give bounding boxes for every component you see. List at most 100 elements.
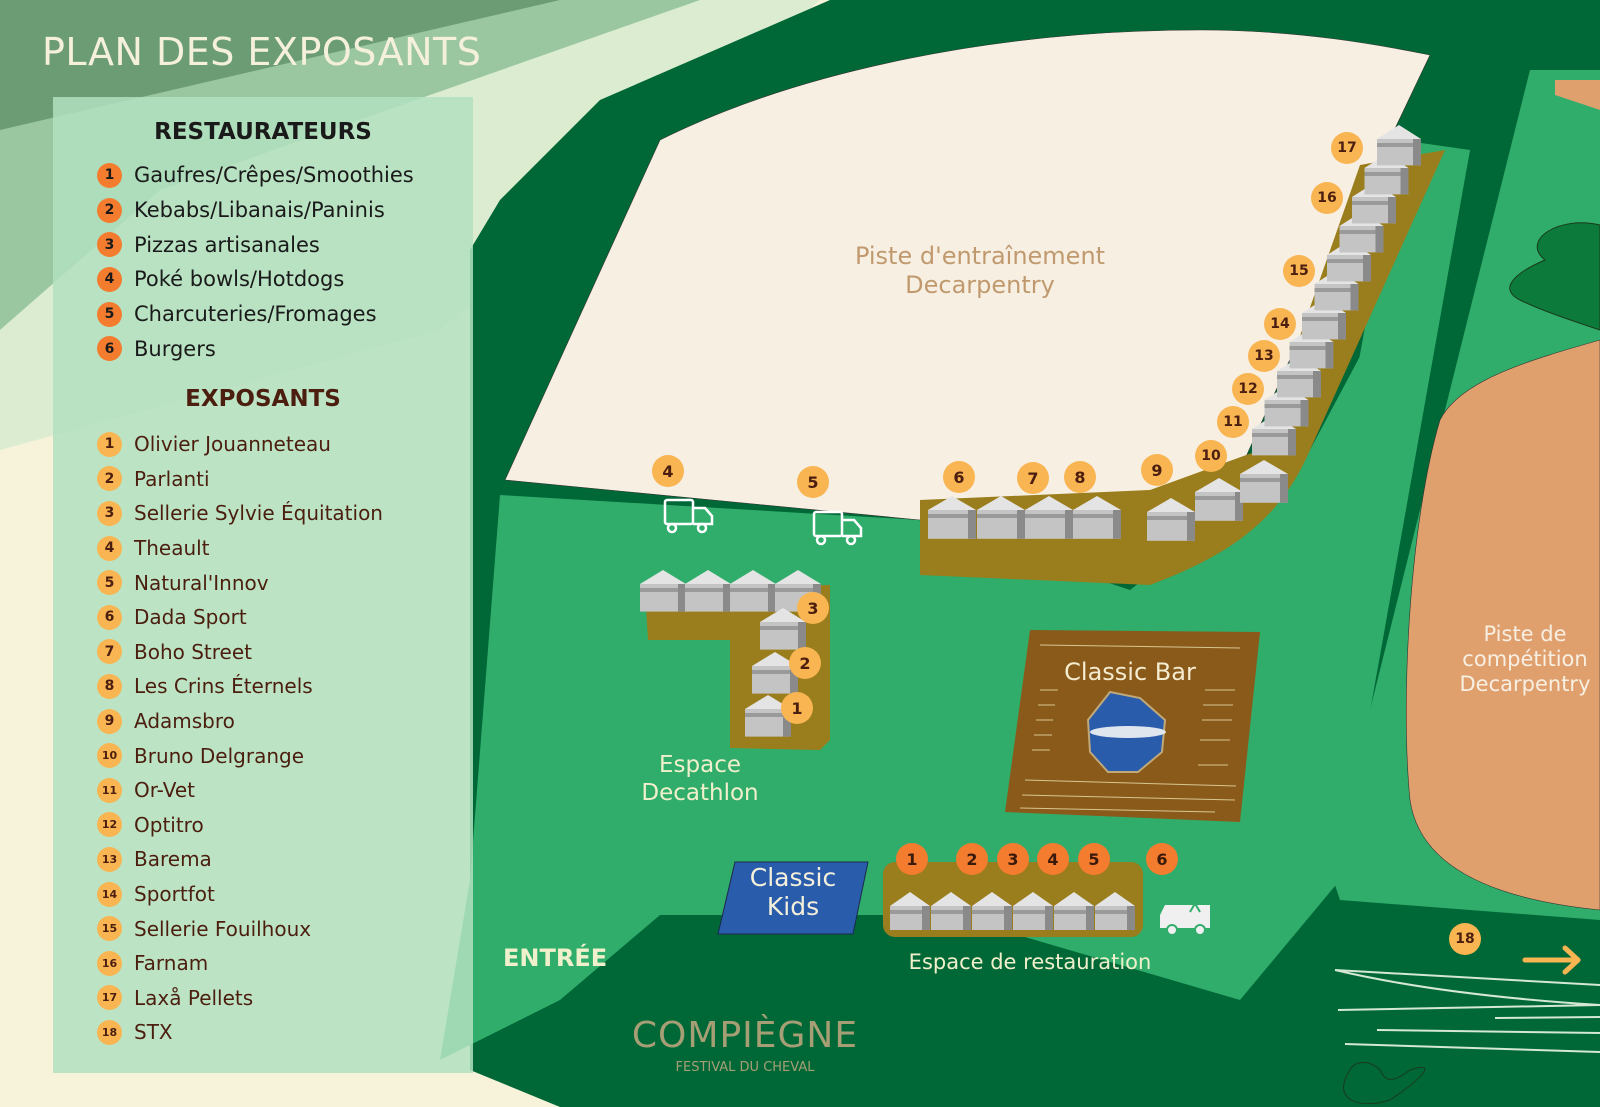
exhibitor-pin[interactable]: 12 <box>1232 373 1264 405</box>
number-badge: 4 <box>97 535 122 561</box>
delivery-truck-icon <box>812 510 863 546</box>
number-badge: 16 <box>97 950 122 976</box>
exhibitor-pin[interactable]: 9 <box>1141 454 1173 486</box>
legend-item: 4 Theault <box>97 531 383 566</box>
legend-item: 5 Charcuteries/Fromages <box>97 297 414 332</box>
legend-item-label: Sellerie Fouilhoux <box>134 916 312 941</box>
green-field <box>440 150 1470 1060</box>
tent-icon <box>760 608 806 650</box>
tent-icon <box>1073 496 1121 539</box>
number-badge: 7 <box>97 639 122 665</box>
bar-top <box>1090 726 1166 738</box>
exhibitor-pin[interactable]: 1 <box>781 692 813 724</box>
number-badge: 1 <box>97 431 122 457</box>
bar-lines <box>1019 644 1241 813</box>
number-badge: 6 <box>97 604 122 630</box>
tent-icon <box>1147 498 1195 541</box>
legend-item: 3 Sellerie Sylvie Équitation <box>97 496 383 531</box>
food-pin[interactable]: 5 <box>1078 843 1110 875</box>
classic-kids-area <box>717 861 869 935</box>
legend-item-label: Sellerie Sylvie Équitation <box>134 501 383 526</box>
legend-item-label: Barema <box>134 847 212 872</box>
number-badge: 5 <box>97 570 122 596</box>
exhibitor-pin[interactable]: 6 <box>943 461 975 493</box>
tent-icon <box>1013 892 1053 930</box>
exhibitor-pin[interactable]: 11 <box>1217 406 1249 438</box>
number-badge: 8 <box>97 673 122 699</box>
legend-item: 1 Olivier Jouanneteau <box>97 427 383 462</box>
food-pin[interactable]: 3 <box>997 843 1029 875</box>
exhibitor-pin[interactable]: 4 <box>652 455 684 487</box>
legend-item-label: Farnam <box>134 951 209 976</box>
tent-icon <box>1025 496 1073 539</box>
label-line: Decarpentry <box>905 270 1055 299</box>
number-badge: 3 <box>97 500 122 526</box>
exhibitor-pin[interactable]: 17 <box>1331 132 1363 164</box>
label-line: Espace <box>658 752 741 778</box>
exhibitor-pin[interactable]: 15 <box>1283 255 1315 287</box>
number-badge: 5 <box>97 301 122 327</box>
legend-item-label: Charcuteries/Fromages <box>134 302 377 327</box>
competition-track-label: Piste de compétition Decarpentry <box>1430 622 1600 698</box>
legend-item-label: Natural'Innov <box>134 570 269 595</box>
legend-item-label: STX <box>134 1020 173 1045</box>
label-line: Kids <box>766 891 820 921</box>
exhibitor-pin[interactable]: 2 <box>789 647 821 679</box>
exhibitor-pin[interactable]: 13 <box>1248 340 1280 372</box>
legend-item: 16 Farnam <box>97 946 383 981</box>
exhibitor-pin[interactable]: 10 <box>1195 440 1227 472</box>
tent-icon <box>1240 460 1288 503</box>
number-badge: 9 <box>97 708 122 734</box>
tents <box>640 125 1421 930</box>
tent-icon <box>1377 125 1421 166</box>
legend-item-label: Pizzas artisanales <box>134 232 320 257</box>
exhibitor-pin[interactable]: 18 <box>1449 923 1481 955</box>
legend-item-label: Poké bowls/Hotdogs <box>134 267 345 292</box>
legend-item-label: Or-Vet <box>134 778 196 803</box>
legend-item-label: Les Crins Éternels <box>134 674 313 699</box>
food-pin[interactable]: 1 <box>896 843 928 875</box>
legend-item-label: Olivier Jouanneteau <box>134 432 331 457</box>
grass-lines <box>1334 969 1600 1053</box>
tent-icon <box>977 496 1025 539</box>
legend-item-label: Theault <box>134 536 210 561</box>
food-pin[interactable]: 2 <box>956 843 988 875</box>
tent-icon <box>1195 478 1243 521</box>
food-pin[interactable]: 6 <box>1146 843 1178 875</box>
legend-item: 8 Les Crins Éternels <box>97 669 383 704</box>
number-badge: 4 <box>97 266 122 292</box>
espace-restauration-label: Espace de restauration <box>908 950 1152 974</box>
exposants-heading: EXPOSANTS <box>185 386 341 412</box>
exhibitor-pin[interactable]: 5 <box>797 466 829 498</box>
tent-icon <box>931 892 971 930</box>
exhibitor-pin[interactable]: 16 <box>1311 182 1343 214</box>
logo-subtitle: FESTIVAL DU CHEVAL <box>675 1060 815 1075</box>
exhibitor-pin[interactable]: 7 <box>1017 462 1049 494</box>
number-badge: 10 <box>97 743 122 769</box>
label-line: Decarpentry <box>1459 672 1591 697</box>
food-pin[interactable]: 4 <box>1037 843 1069 875</box>
page-title: PLAN DES EXPOSANTS <box>42 30 482 74</box>
exhibitor-pin[interactable]: 14 <box>1264 308 1296 340</box>
legend-item-label: Bruno Delgrange <box>134 743 304 768</box>
exhibitor-pin[interactable]: 3 <box>797 592 829 624</box>
legend-item: 4 Poké bowls/Hotdogs <box>97 262 414 297</box>
legend-item-label: Kebabs/Libanais/Paninis <box>134 198 385 223</box>
exhibitor-pin[interactable]: 8 <box>1064 461 1096 493</box>
number-badge: 15 <box>97 916 122 942</box>
classic-bar-label: Classic Bar <box>1064 658 1196 686</box>
number-badge: 12 <box>97 812 122 838</box>
bush-outline <box>1343 1062 1426 1105</box>
number-badge: 2 <box>97 466 122 492</box>
tent-icon <box>1095 892 1135 930</box>
